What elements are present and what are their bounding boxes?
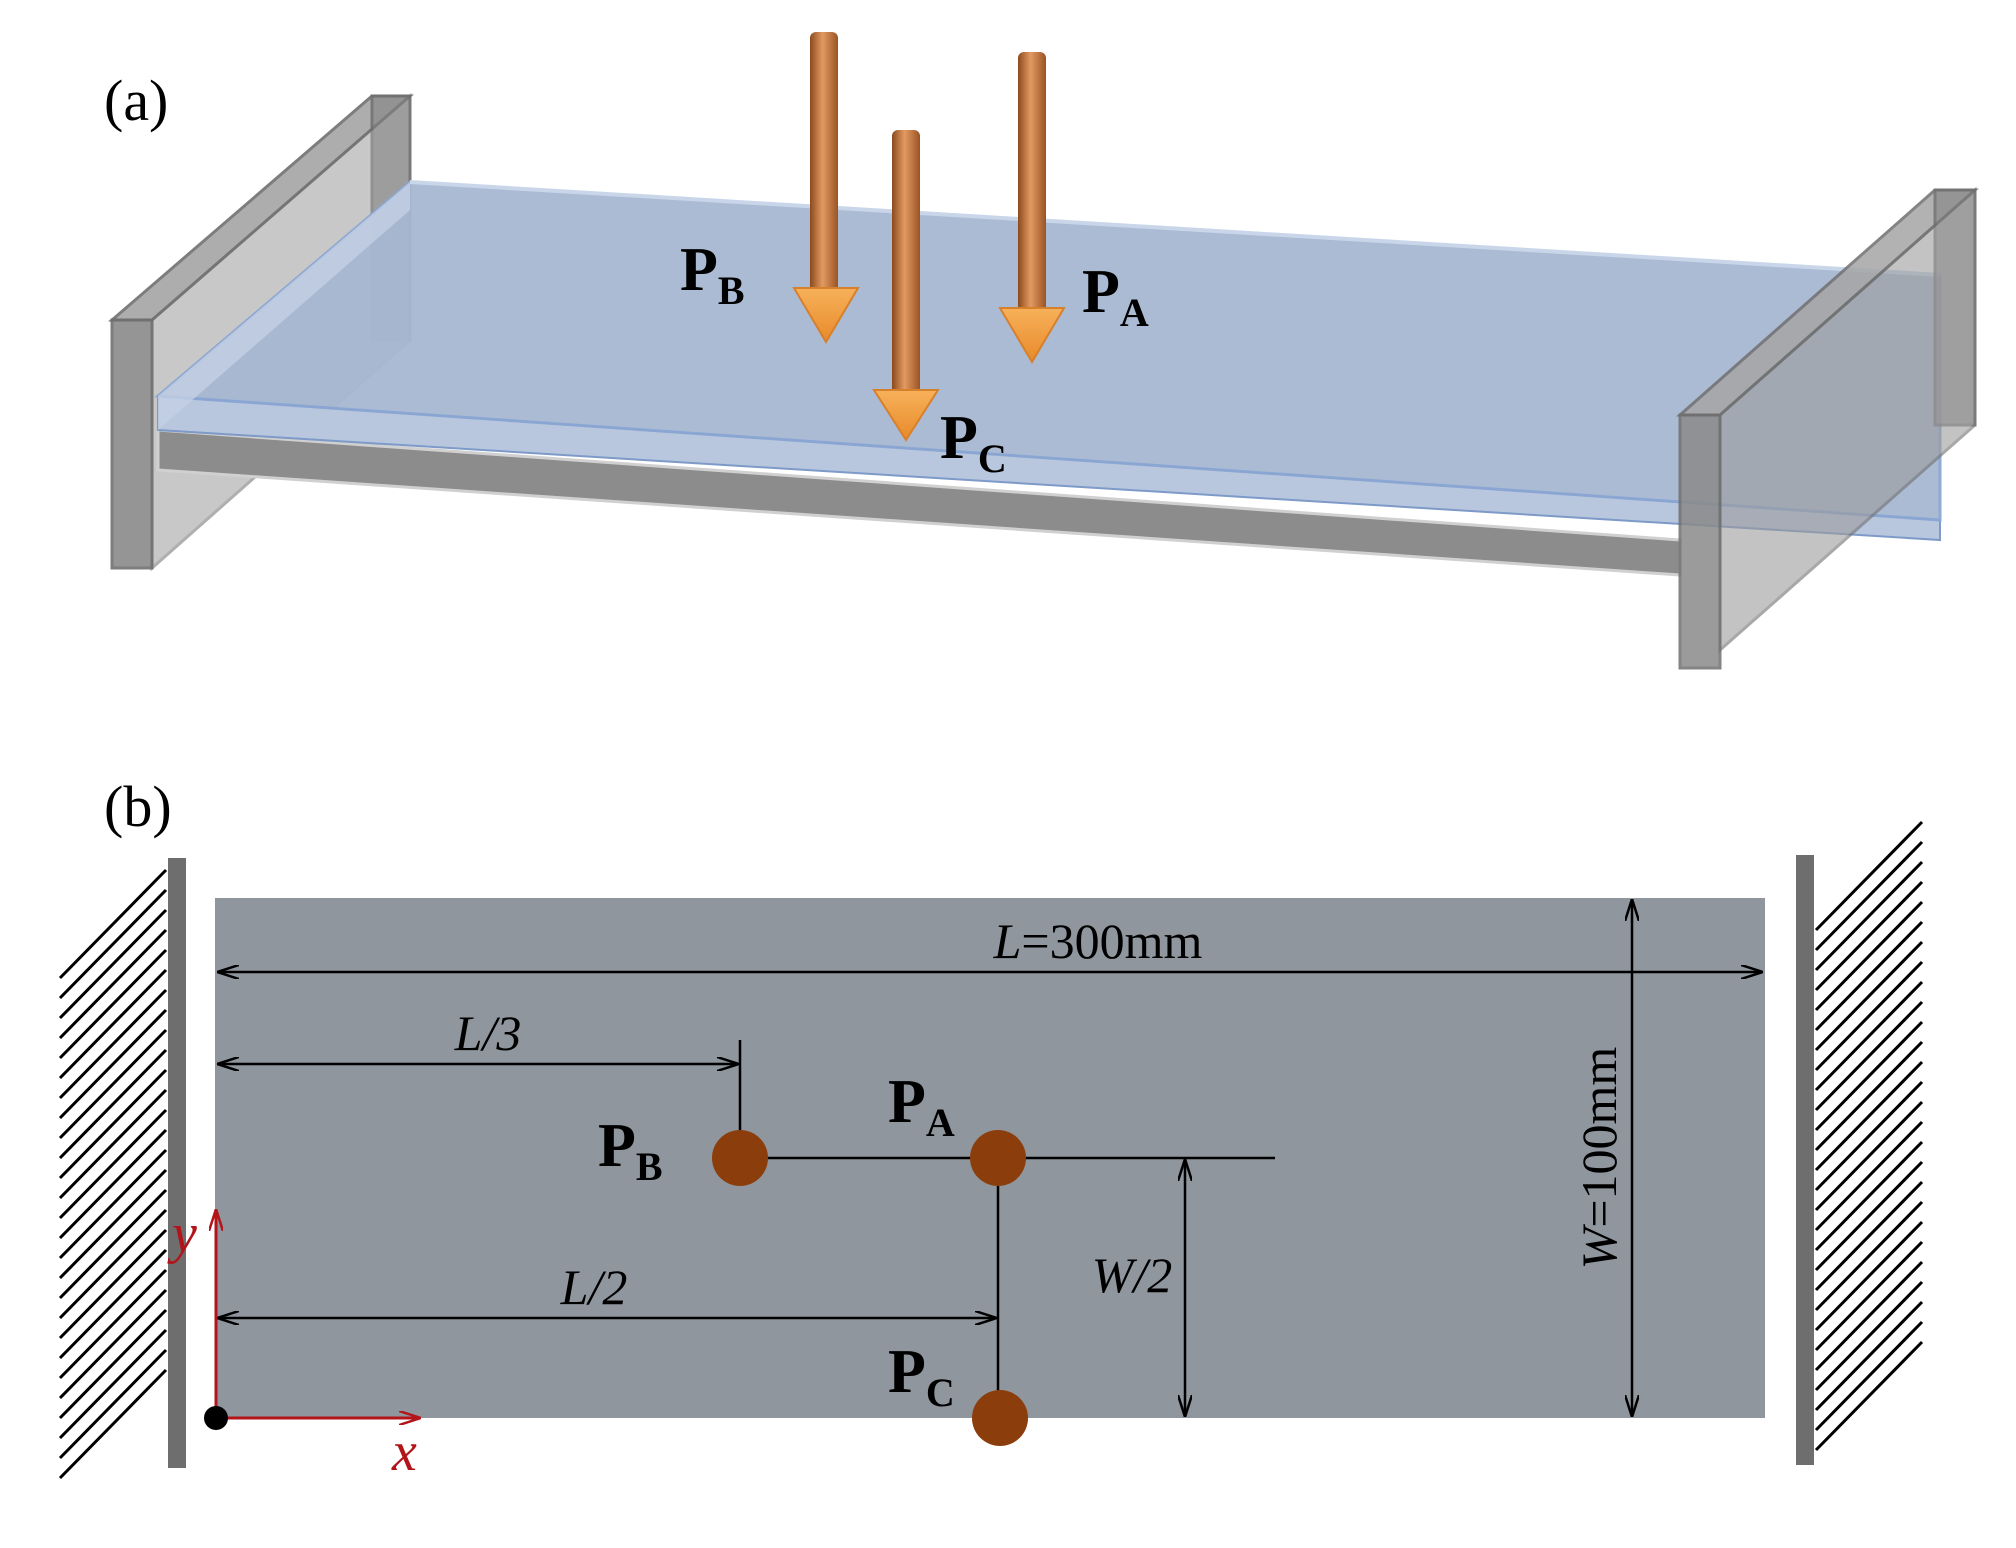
hatch-line — [58, 1068, 168, 1180]
hatch-line — [58, 1028, 168, 1140]
panel-b: (b) L=300mm W=100mm L/3 L/2 W/2 — [58, 774, 1924, 1483]
load-label-b-3d: PB — [680, 236, 745, 313]
hatch-line — [58, 908, 168, 1020]
hatch-line — [1814, 1180, 1924, 1292]
hatch-line — [58, 1348, 168, 1460]
hatch-line — [1814, 1220, 1924, 1332]
half-width-label: W/2 — [1092, 1247, 1173, 1303]
load-label-c-3d: PC — [940, 404, 1007, 481]
left-clamp-hatching — [58, 868, 168, 1480]
hatch-line — [1814, 1060, 1924, 1172]
hatch-line — [58, 1108, 168, 1220]
hatch-line — [1814, 960, 1924, 1072]
hatch-line — [1814, 840, 1924, 952]
hatch-line — [58, 1328, 168, 1440]
third-length-label: L/3 — [454, 1005, 522, 1061]
right-clamp-hatching — [1814, 820, 1924, 1452]
hatch-line — [1814, 1340, 1924, 1452]
hatch-line — [1814, 1200, 1924, 1312]
hatch-line — [1814, 1120, 1924, 1232]
hatch-line — [58, 1308, 168, 1420]
hatch-line — [1814, 1140, 1924, 1252]
hatch-line — [1814, 1040, 1924, 1152]
hatch-line — [58, 1168, 168, 1280]
plate-3d — [154, 180, 1942, 577]
hatch-line — [1814, 1160, 1924, 1272]
width-dimension-label: W=100mm — [1571, 1047, 1627, 1270]
hatch-line — [58, 1208, 168, 1320]
length-dimension-label: L=300mm — [993, 913, 1203, 969]
hatch-line — [1814, 980, 1924, 1092]
hatch-line — [58, 1188, 168, 1300]
hatch-line — [58, 1008, 168, 1120]
hatch-line — [58, 1288, 168, 1400]
hatch-line — [1814, 1280, 1924, 1392]
hatch-line — [1814, 1260, 1924, 1372]
load-label-a-3d: PA — [1082, 258, 1149, 335]
hatch-line — [58, 1268, 168, 1380]
left-clamp-bar — [168, 858, 186, 1468]
hatch-line — [1814, 1100, 1924, 1212]
hatch-line — [1814, 1000, 1924, 1112]
panel-a: (a) — [104, 32, 1979, 670]
hatch-line — [1814, 1300, 1924, 1412]
hatch-line — [58, 1128, 168, 1240]
load-point-c — [972, 1390, 1028, 1446]
origin-point — [204, 1406, 228, 1430]
load-arrow-c — [872, 130, 940, 442]
hatch-line — [58, 1228, 168, 1340]
load-label-b: PB — [598, 1112, 663, 1189]
hatch-line — [58, 928, 168, 1040]
hatch-line — [58, 948, 168, 1060]
hatch-line — [58, 1248, 168, 1360]
hatch-line — [1814, 900, 1924, 1012]
load-label-a: PA — [888, 1068, 955, 1145]
hatch-line — [58, 868, 168, 980]
right-support-3d — [1676, 186, 1979, 670]
hatch-line — [1814, 880, 1924, 992]
load-arrow-b — [792, 32, 860, 344]
hatch-line — [1814, 920, 1924, 1032]
half-length-label: L/2 — [560, 1259, 628, 1315]
hatch-line — [1814, 940, 1924, 1052]
load-point-a — [970, 1130, 1026, 1186]
load-point-b — [712, 1130, 768, 1186]
hatch-line — [58, 1048, 168, 1160]
hatch-line — [58, 1368, 168, 1480]
hatch-line — [1814, 1240, 1924, 1352]
y-axis-label: y — [167, 1203, 197, 1265]
hatch-line — [1814, 1080, 1924, 1192]
hatch-line — [58, 968, 168, 1080]
hatch-line — [1814, 820, 1924, 932]
x-axis-label: x — [391, 1421, 417, 1483]
panel-b-label: (b) — [104, 774, 172, 839]
panel-a-label: (a) — [104, 68, 168, 133]
hatch-line — [58, 1088, 168, 1200]
hatch-line — [1814, 1020, 1924, 1132]
hatch-line — [58, 888, 168, 1000]
load-label-c: PC — [888, 1338, 955, 1415]
hatch-line — [58, 1148, 168, 1260]
hatch-line — [58, 988, 168, 1100]
hatch-line — [1814, 1320, 1924, 1432]
load-arrow-a — [998, 52, 1066, 364]
right-clamp-bar — [1796, 855, 1814, 1465]
hatch-line — [1814, 860, 1924, 972]
